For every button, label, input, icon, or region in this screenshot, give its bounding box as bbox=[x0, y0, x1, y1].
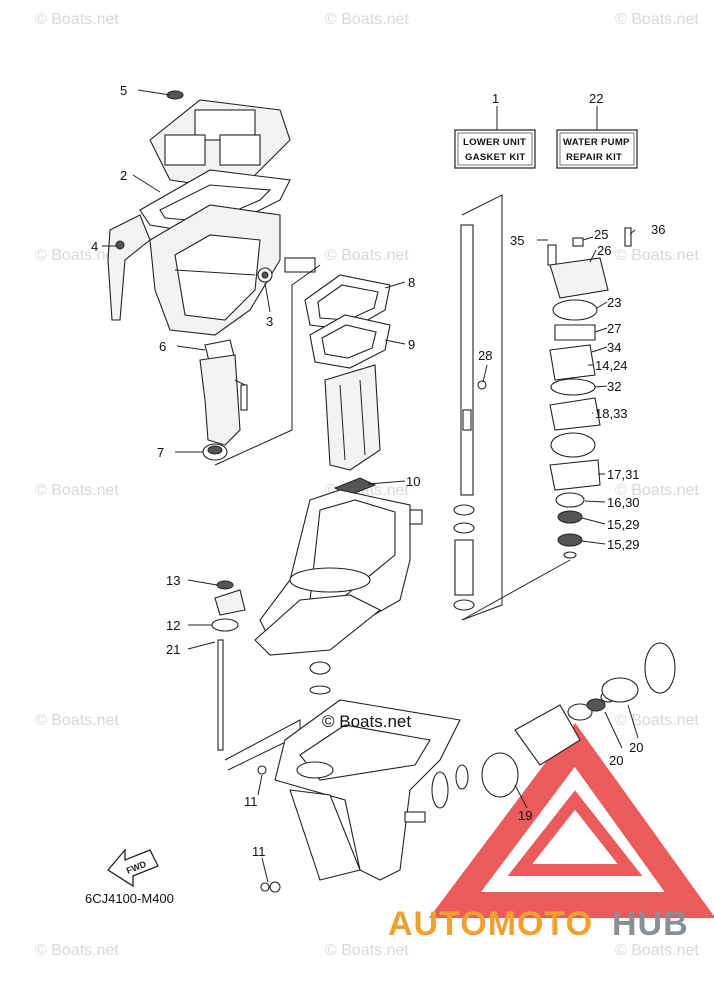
watermark: © Boats.net bbox=[35, 712, 119, 729]
watermark: © Boats.net bbox=[615, 482, 699, 499]
water-pump bbox=[461, 227, 632, 621]
callout-1: 1 bbox=[492, 91, 499, 106]
kit-box-lower-unit: 1 LOWER UNIT GASKET KIT bbox=[454, 91, 536, 169]
callout-22: 22 bbox=[589, 91, 603, 106]
callout-21: 21 bbox=[166, 642, 180, 657]
callout-16-30: 16,30 bbox=[607, 495, 640, 510]
callout-32: 32 bbox=[607, 379, 621, 394]
callout-25: 25 bbox=[594, 227, 608, 242]
callout-15-29: 15,29 bbox=[607, 537, 640, 552]
watermark: © Boats.net bbox=[325, 942, 409, 959]
watermark: © Boats.net bbox=[615, 11, 699, 28]
callout-34: 34 bbox=[607, 340, 621, 355]
callout-7: 7 bbox=[157, 445, 164, 460]
kit-label: LOWER UNIT bbox=[463, 137, 526, 148]
leader-lines bbox=[102, 89, 639, 883]
bracket-4 bbox=[107, 214, 151, 321]
callout-12: 12 bbox=[166, 618, 180, 633]
kit-label: WATER PUMP bbox=[563, 137, 630, 148]
brand-wordmark: AUTOMOTO HUB bbox=[388, 905, 689, 943]
gasket-2 bbox=[139, 169, 291, 236]
seal-7 bbox=[202, 443, 228, 461]
callout-19: 19 bbox=[518, 808, 532, 823]
watermark: © Boats.net bbox=[325, 247, 409, 264]
callout-10: 10 bbox=[406, 474, 420, 489]
kit-label: GASKET KIT bbox=[465, 152, 526, 163]
diagram-code: 6CJ4100-M400 bbox=[85, 891, 174, 906]
lower-casing bbox=[274, 699, 461, 881]
callout-35: 35 bbox=[510, 233, 524, 248]
shift-rod bbox=[211, 580, 301, 771]
fwd-arrow: FWD bbox=[107, 848, 159, 888]
callout-14-24: 14,24 bbox=[595, 358, 628, 373]
kit-box-water-pump: 22 WATER PUMP REPAIR KIT bbox=[556, 91, 638, 169]
callout-28: 28 bbox=[478, 348, 492, 363]
callout-23: 23 bbox=[607, 295, 621, 310]
upper-plate bbox=[149, 90, 291, 191]
leader-bracket bbox=[214, 264, 321, 466]
gasket-8 bbox=[304, 274, 391, 331]
bearings bbox=[453, 504, 475, 611]
gasket-9 bbox=[309, 314, 391, 369]
watermark: © Boats.net bbox=[615, 942, 699, 959]
callout-5: 5 bbox=[120, 83, 127, 98]
callout-6: 6 bbox=[159, 339, 166, 354]
brand-part2: HUB bbox=[612, 905, 689, 943]
callouts: 5 2 4 3 6 7 8 9 10 28 35 25 36 26 23 27 … bbox=[91, 83, 665, 859]
callout-3: 3 bbox=[266, 314, 273, 329]
watermark: © Boats.net bbox=[615, 712, 699, 729]
callout-20: 20 bbox=[609, 753, 623, 768]
callout-17-31: 17,31 bbox=[607, 467, 640, 482]
brand-part1: AUTOMOTO bbox=[388, 905, 593, 943]
propeller-assembly bbox=[404, 642, 676, 823]
watermark: © Boats.net bbox=[35, 247, 119, 264]
callout-18-33: 18,33 bbox=[595, 406, 628, 421]
housing-6 bbox=[199, 339, 248, 446]
callout-15-29: 15,29 bbox=[607, 517, 640, 532]
brand-logo bbox=[429, 723, 714, 918]
watermarks: © Boats.net © Boats.net © Boats.net © Bo… bbox=[35, 11, 699, 959]
seal-3 bbox=[257, 257, 316, 283]
drive-shaft bbox=[460, 194, 503, 621]
callout-20: 20 bbox=[629, 740, 643, 755]
callout-2: 2 bbox=[120, 168, 127, 183]
callout-11: 11 bbox=[252, 844, 266, 859]
upper-casing bbox=[149, 204, 281, 336]
center-watermark: © Boats.net bbox=[322, 712, 411, 731]
watermark: © Boats.net bbox=[35, 482, 119, 499]
callout-9: 9 bbox=[408, 337, 415, 352]
watermark: © Boats.net bbox=[325, 11, 409, 28]
shaft-housing bbox=[254, 489, 423, 656]
watermark: © Boats.net bbox=[615, 247, 699, 264]
callout-27: 27 bbox=[607, 321, 621, 336]
exhaust-guide bbox=[324, 364, 381, 471]
callout-26: 26 bbox=[597, 243, 611, 258]
callout-11: 11 bbox=[244, 794, 258, 809]
callout-4: 4 bbox=[91, 239, 98, 254]
small-parts bbox=[257, 661, 331, 893]
callout-36: 36 bbox=[651, 222, 665, 237]
callout-13: 13 bbox=[166, 573, 180, 588]
watermark: © Boats.net bbox=[35, 11, 119, 28]
callout-8: 8 bbox=[408, 275, 415, 290]
watermark: © Boats.net bbox=[35, 942, 119, 959]
kit-label: REPAIR KIT bbox=[566, 152, 622, 163]
